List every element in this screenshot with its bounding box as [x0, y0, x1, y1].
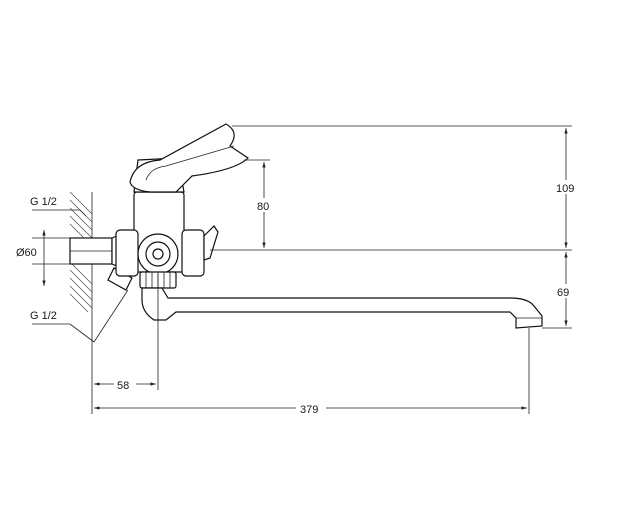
thread-bottom-callout: G 1/2 — [30, 289, 129, 343]
diameter-callout: Ø60 — [16, 230, 70, 286]
dim-379-label: 379 — [300, 404, 318, 416]
dim-80-label: 80 — [257, 201, 269, 213]
dim-379: 379 — [94, 328, 530, 416]
dim-58: 58 — [91, 274, 159, 414]
dim-109-label: 109 — [556, 183, 574, 195]
spout — [141, 287, 543, 329]
thread-top-callout: G 1/2 — [30, 196, 87, 217]
dim-69: 69 — [542, 252, 574, 329]
wall-hatch — [69, 191, 93, 313]
dim-80: 80 — [244, 159, 274, 248]
diameter-label: Ø60 — [16, 247, 37, 259]
dim-69-label: 69 — [557, 287, 569, 299]
handle-lever — [129, 123, 249, 193]
mixer-body — [115, 191, 219, 277]
thread-top-label: G 1/2 — [30, 196, 57, 208]
dim-58-label: 58 — [117, 380, 129, 392]
thread-bottom-label: G 1/2 — [30, 310, 57, 322]
dim-109: 109 — [210, 125, 578, 251]
